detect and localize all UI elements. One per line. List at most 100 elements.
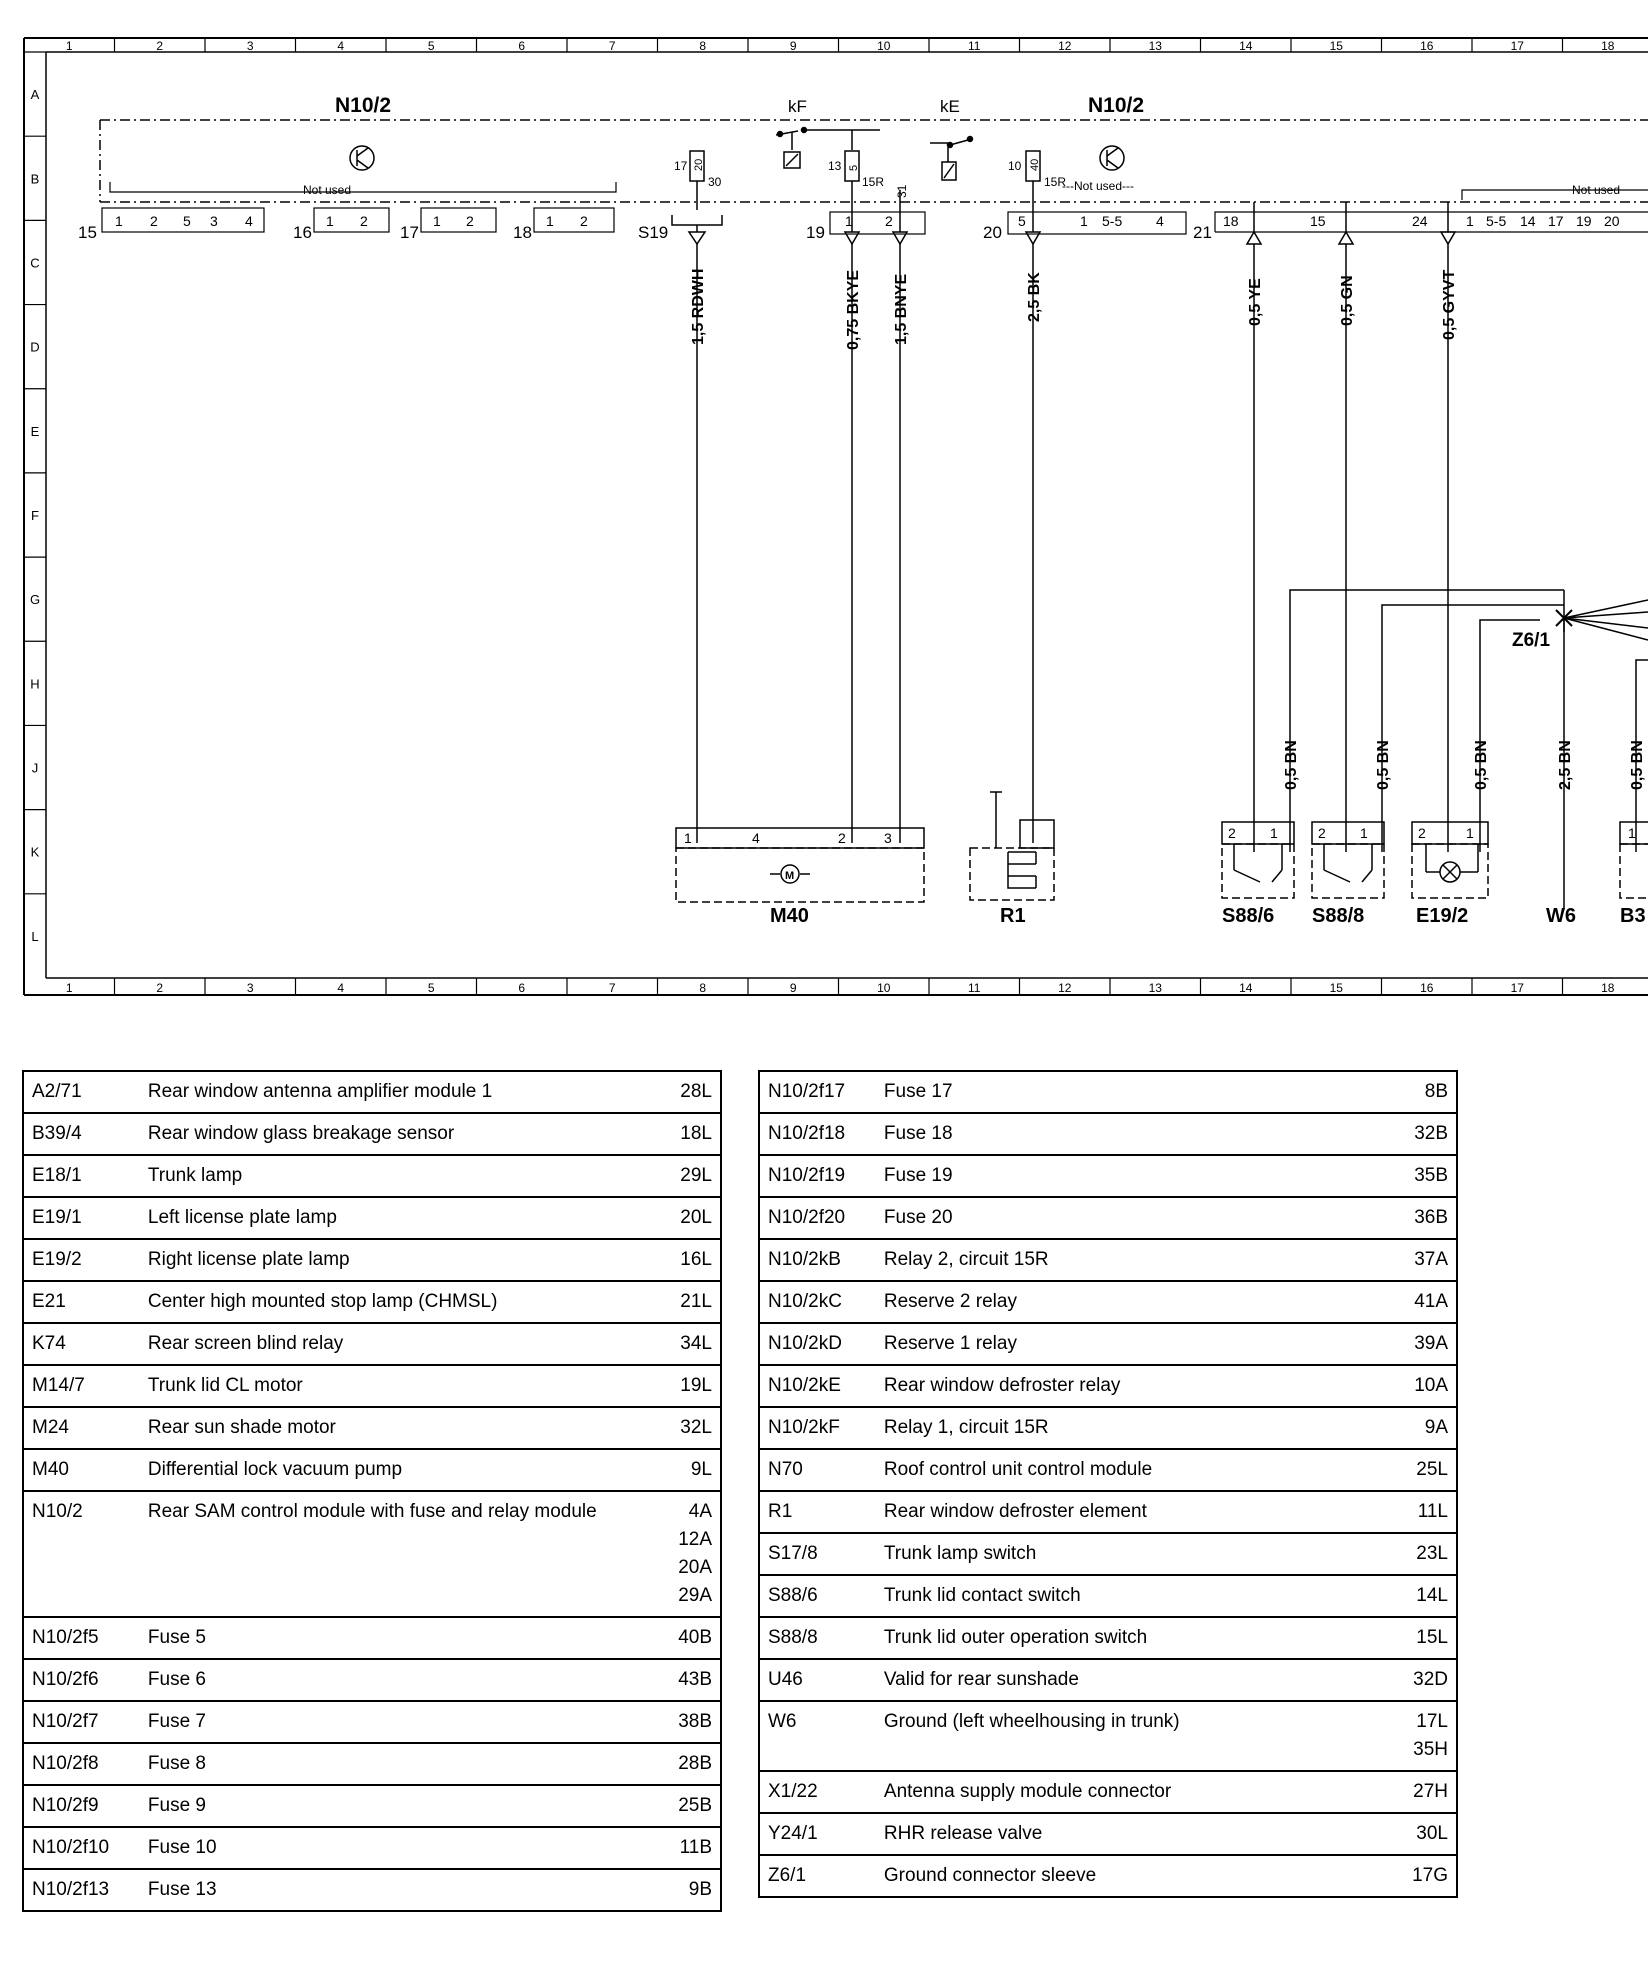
e19-2-label: E19/2	[1416, 905, 1468, 927]
row-letter: A	[31, 87, 40, 102]
wire-label: 2,5 BN	[1557, 740, 1574, 790]
legend-code: N10/2f18	[759, 1112, 876, 1155]
column-number: 10	[877, 39, 891, 53]
legend-code: N10/2kC	[759, 1280, 876, 1323]
legend-description: Rear SAM control module with fuse and re…	[139, 1490, 655, 1617]
legend-location: 25L	[1390, 1448, 1457, 1491]
legend-location: 41A	[1390, 1280, 1457, 1323]
legend-code: W6	[759, 1700, 876, 1771]
legend-location-value: 28B	[678, 1753, 712, 1774]
legend-location: 11B	[654, 1826, 721, 1869]
legend-code: A2/71	[32, 1081, 82, 1102]
legend-code: N10/2f8	[23, 1742, 140, 1785]
legend-code: N10/2f7	[23, 1700, 140, 1743]
legend-row: A2/71 Rear window antenna amplifier modul…	[23, 1071, 721, 1113]
connector-15-pin: 4	[245, 213, 253, 229]
w6-label: W6	[1546, 905, 1576, 927]
row-letter: H	[30, 676, 39, 691]
column-number: 18	[1601, 981, 1615, 995]
fuse-10-number: 10	[1008, 159, 1022, 173]
legend-location: 29L	[654, 1154, 721, 1197]
column-number: 16	[1420, 39, 1434, 53]
legend-description: Trunk lid outer operation switch	[875, 1616, 1391, 1659]
legend-location-value: 16L	[680, 1249, 712, 1270]
legend-description: Center high mounted stop lamp (CHMSL)	[139, 1280, 655, 1323]
legend-location: 21L	[654, 1280, 721, 1323]
column-number: 10	[877, 981, 891, 995]
connector-20-pin: 5-5	[1102, 213, 1122, 229]
r1-component	[969, 791, 1055, 901]
connector-18	[533, 207, 615, 233]
column-number: 3	[247, 981, 254, 995]
m40-component	[675, 827, 925, 903]
m40-pin: 2	[838, 830, 846, 846]
legend-location-value: 11B	[679, 1837, 712, 1858]
legend-location-value: 21L	[680, 1291, 712, 1312]
legend-location: 20L	[654, 1196, 721, 1239]
wire-label: 1,5 BNYE	[893, 274, 910, 345]
connector-17-pin: 1	[433, 213, 441, 229]
legend-code: N10/2kB	[759, 1238, 876, 1281]
legend-location-value: 32B	[1414, 1123, 1448, 1144]
column-number: 1	[66, 39, 73, 53]
legend-location-value: 20L	[680, 1207, 712, 1228]
legend-location: 43B	[654, 1658, 721, 1701]
column-number: 9	[790, 981, 797, 995]
legend-description: Fuse 17	[883, 1081, 953, 1102]
legend-location-value: 12A	[678, 1529, 712, 1550]
legend-code: N10/2f19	[759, 1154, 876, 1197]
legend-location-value: 32D	[1413, 1669, 1448, 1690]
diagram-frame	[23, 37, 1648, 996]
legend-location-value: 17G	[1412, 1865, 1448, 1886]
transistor-icon	[1099, 145, 1125, 171]
legend-code: E21	[23, 1280, 140, 1323]
connector-21-pin: 1	[1466, 213, 1474, 229]
wire-label: 0,5 BN	[1375, 740, 1392, 790]
column-number: 8	[699, 39, 706, 53]
legend-code: X1/22	[759, 1770, 876, 1813]
legend-description: Reserve 1 relay	[875, 1322, 1391, 1365]
column-number: 18	[1601, 39, 1615, 53]
connector-21-pin: 15	[1310, 213, 1326, 229]
legend-location: 15L	[1390, 1616, 1457, 1659]
legend-location-value: 29L	[680, 1165, 712, 1186]
column-number: 12	[1058, 981, 1072, 995]
legend-location-value: 14L	[1416, 1585, 1448, 1606]
transistor-icon	[349, 145, 375, 171]
legend-location-value: 27H	[1413, 1781, 1448, 1802]
legend-description: Fuse 18	[875, 1112, 1391, 1155]
column-number: 5	[428, 39, 435, 53]
connector-16-label: 16	[293, 223, 312, 242]
legend-description: Ground (left wheelhousing in trunk)	[875, 1700, 1391, 1771]
legend-description: Fuse 10	[139, 1826, 655, 1869]
column-number: 4	[337, 981, 344, 995]
legend-location-value: 20A	[678, 1557, 712, 1578]
legend-location-value: 37A	[1414, 1249, 1448, 1270]
legend-description: Trunk lamp	[139, 1154, 655, 1197]
column-number: 15	[1330, 981, 1344, 995]
legend-description: Fuse 13	[139, 1868, 655, 1911]
row-letter: E	[31, 424, 40, 439]
legend-location-value: 35H	[1413, 1739, 1448, 1760]
legend-code: N10/2	[23, 1490, 140, 1617]
legend-description: Rear window glass breakage sensor	[139, 1112, 655, 1155]
legend-location: 28B	[654, 1742, 721, 1785]
legend-description: Ground connector sleeve	[875, 1854, 1391, 1897]
column-number: 8	[699, 981, 706, 995]
legend-location-value: 18L	[680, 1123, 712, 1144]
legend-location-value: 10A	[1414, 1375, 1448, 1396]
legend-code: N70	[759, 1448, 876, 1491]
legend-location-value: 43B	[678, 1669, 712, 1690]
connector-19	[829, 211, 926, 235]
s88-8-component	[1311, 821, 1385, 899]
legend-description: Rear window antenna amplifier module 1	[147, 1081, 493, 1102]
